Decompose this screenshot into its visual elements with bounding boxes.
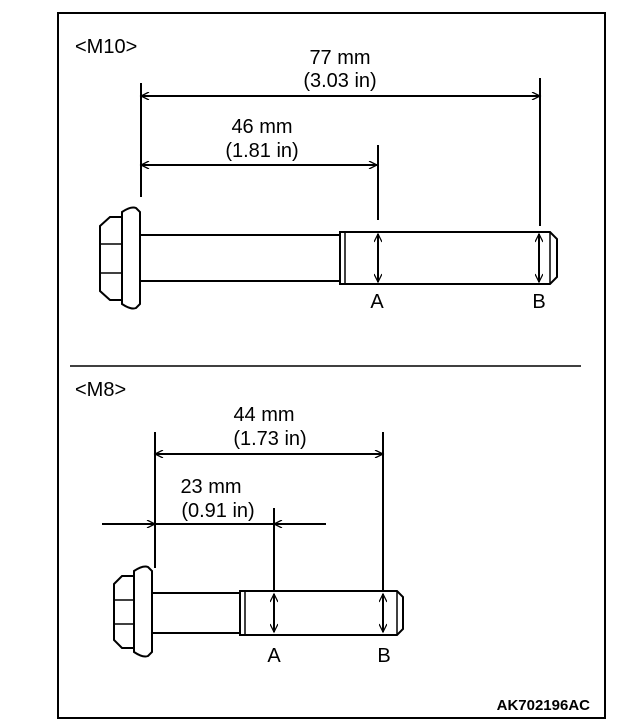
m10-point-b-label: B bbox=[532, 291, 545, 313]
m8-long-dim-value: 44 mm bbox=[233, 404, 294, 426]
m8-bolt-flange bbox=[133, 565, 153, 658]
m8-point-b-label: B bbox=[377, 645, 390, 667]
m10-bolt-shank bbox=[139, 234, 341, 282]
m8-section-label: <M8> bbox=[75, 379, 126, 401]
m8-bolt-thread bbox=[239, 590, 404, 636]
m8-bolt-shank bbox=[151, 592, 241, 634]
m10-bolt-head bbox=[99, 216, 123, 301]
m8-long-dim-imperial: (1.73 in) bbox=[233, 428, 306, 450]
m10-bolt bbox=[99, 206, 558, 310]
m10-long-dim-value: 77 mm bbox=[309, 47, 370, 69]
m8-bolt bbox=[113, 565, 404, 658]
figure-code: AK702196AC bbox=[497, 697, 591, 714]
m10-long-dim-imperial: (3.03 in) bbox=[303, 70, 376, 92]
m10-point-a-label: A bbox=[370, 291, 384, 313]
m8-point-a-label: A bbox=[267, 645, 281, 667]
m8-bolt-head bbox=[113, 575, 135, 649]
figure-frame bbox=[57, 12, 606, 719]
m10-bolt-thread bbox=[339, 231, 558, 285]
m8-short-dim-value: 23 mm bbox=[180, 476, 241, 498]
m8-short-dim-imperial: (0.91 in) bbox=[181, 500, 254, 522]
m10-short-dim-value: 46 mm bbox=[231, 116, 292, 138]
m10-section-label: <M10> bbox=[75, 36, 137, 58]
m10-bolt-flange bbox=[121, 206, 141, 310]
m10-short-dim-imperial: (1.81 in) bbox=[225, 140, 298, 162]
